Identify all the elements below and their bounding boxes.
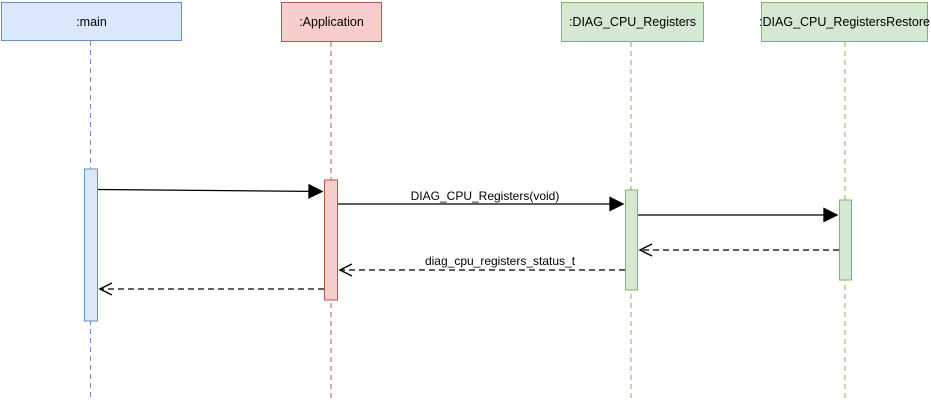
actor-label-main: :main [76, 14, 107, 29]
message-label-call-diag-cpu-registers: DIAG_CPU_Registers(void) [410, 189, 560, 203]
message-label-return-status: diag_cpu_registers_status_t [424, 254, 576, 268]
actor-label-diag-cpu-registers-restore: :DIAG_CPU_RegistersRestore [759, 15, 930, 29]
actor-label-diag-cpu-registers: :DIAG_CPU_Registers [568, 15, 697, 29]
actor-box-main: :main [1, 2, 182, 41]
message-arrow-main-to-application [97, 183, 324, 199]
actor-box-application: :Application [281, 2, 382, 42]
actor-label-application: :Application [299, 15, 364, 29]
activation-bar-diag-cpu-registers [625, 189, 638, 291]
activation-bar-application [324, 179, 338, 301]
actor-box-diag-cpu-registers-restore: :DIAG_CPU_RegistersRestore [759, 2, 930, 42]
activation-bar-main [84, 168, 98, 322]
actor-box-diag-cpu-registers: :DIAG_CPU_Registers [561, 2, 704, 42]
activation-bar-diag-cpu-registers-restore [839, 199, 852, 281]
